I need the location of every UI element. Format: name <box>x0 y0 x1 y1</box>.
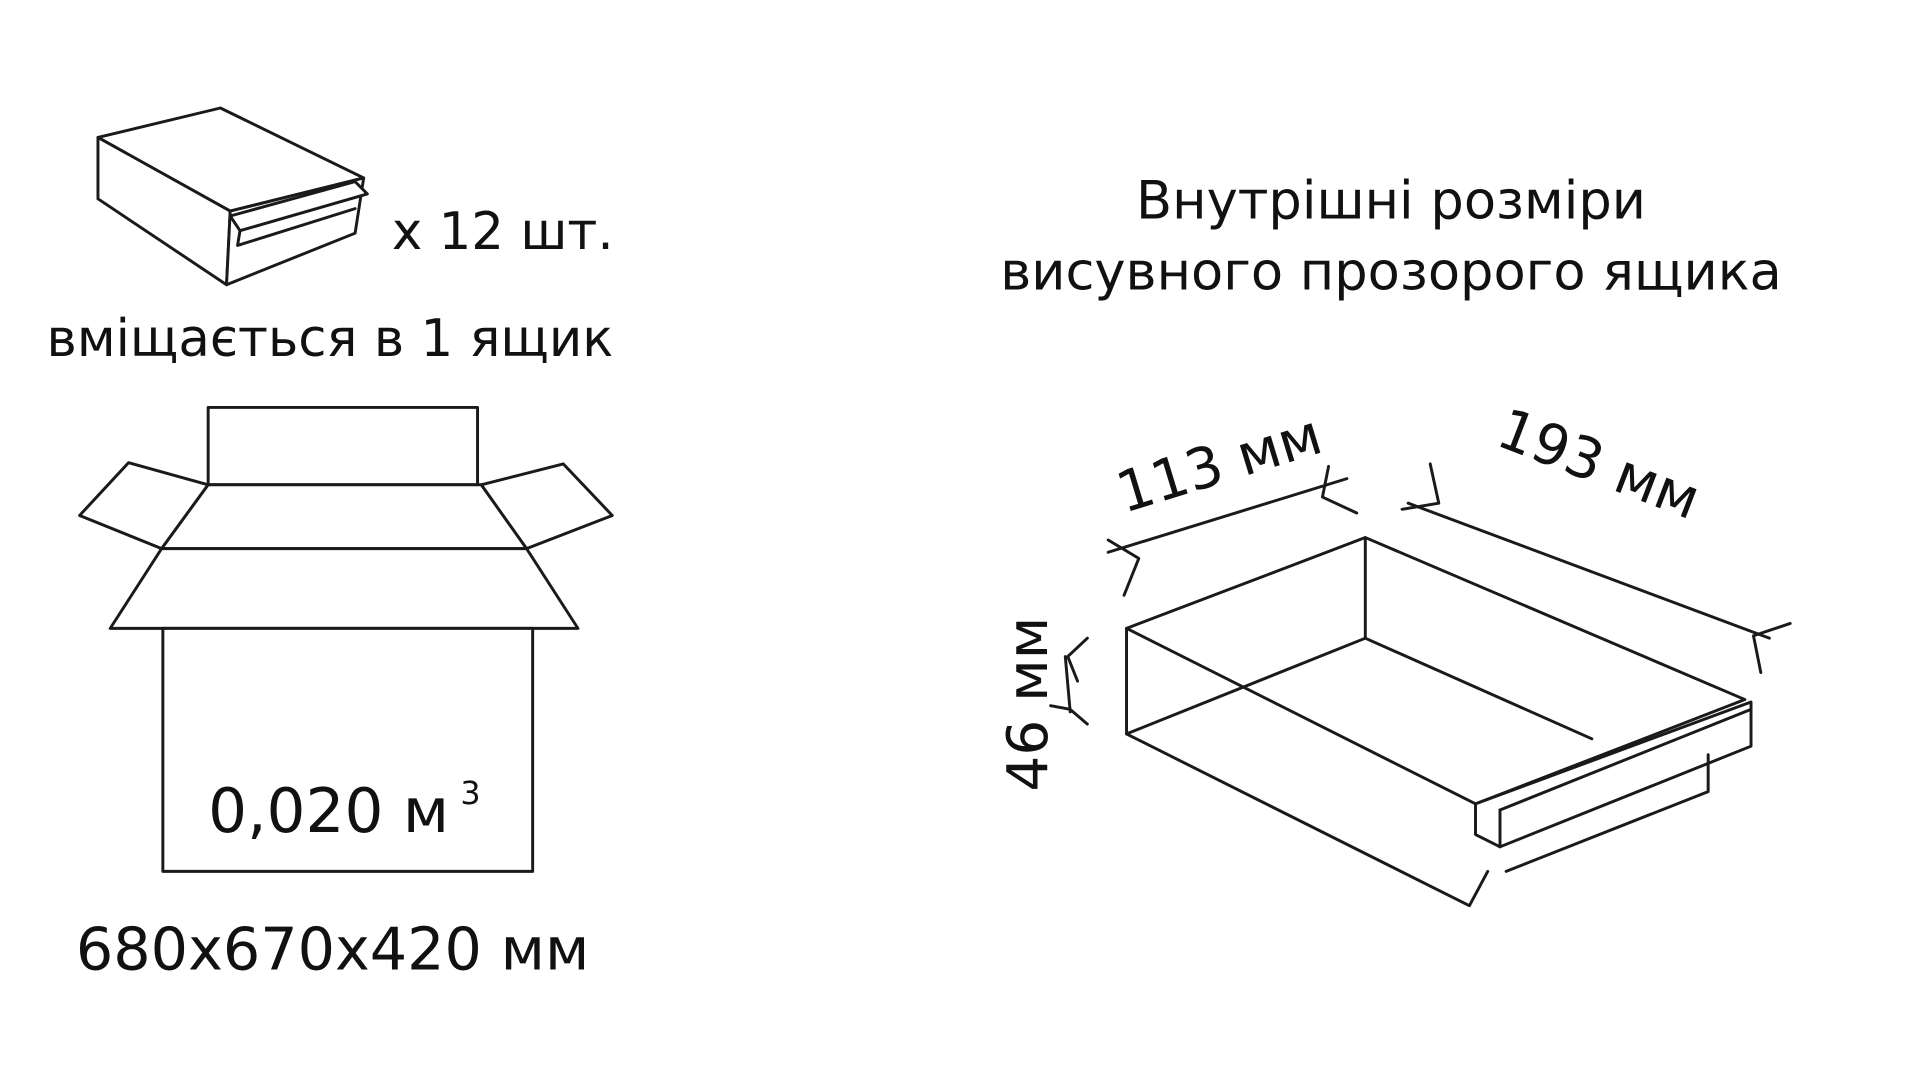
title-line-2: висувного прозорого ящика <box>1000 242 1782 303</box>
quantity-label: x 12 шт. <box>392 202 614 262</box>
dimension-length-line <box>1400 462 1792 675</box>
drawer-icon <box>1125 536 1753 908</box>
length-label: 193 мм <box>1489 397 1709 533</box>
dimension-height-line <box>1049 636 1089 726</box>
open-carton-icon <box>78 405 614 873</box>
title-line-1: Внутрішні розміри <box>1136 170 1646 231</box>
dimension-width-line <box>1106 464 1359 597</box>
volume-exponent: 3 <box>460 774 480 812</box>
width-label: 113 мм <box>1109 403 1329 527</box>
carton-dimensions: 680x670x420 мм <box>76 914 589 983</box>
fits-label: вміщається в 1 ящик <box>47 309 614 369</box>
height-label: 46 мм <box>996 617 1061 792</box>
volume-value: 0,020 м <box>208 776 449 847</box>
product-box-icon <box>96 106 369 287</box>
